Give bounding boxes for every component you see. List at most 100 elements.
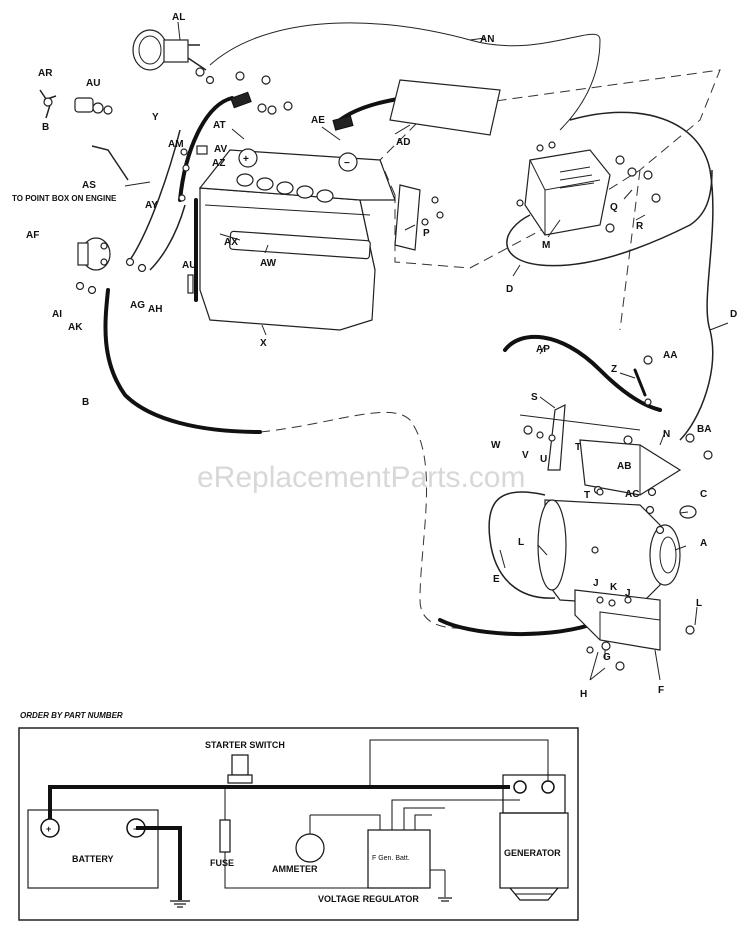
callout-d-left: D (506, 284, 513, 295)
regulator-terminals: F Gen. Batt. (372, 855, 410, 862)
generator-label: GENERATOR (504, 848, 561, 858)
schematic-voltage-regulator: F Gen. Batt. VOLTAGE REGULATOR (318, 829, 452, 904)
ground-symbol-battery (170, 900, 190, 908)
schematic-fuse: FUSE (210, 787, 234, 883)
callout-j-left: J (593, 578, 599, 589)
callout-at: AT (213, 120, 226, 131)
generator-mount-f (574, 589, 695, 671)
schematic-frame (18, 727, 579, 921)
callout-a: A (700, 538, 707, 549)
schematic-main-cable (48, 785, 510, 819)
cable-b (103, 288, 262, 434)
callout-av: AV (214, 144, 227, 155)
battery-label: BATTERY (72, 854, 114, 864)
callout-ae: AE (311, 115, 325, 126)
drive-belt-e (488, 491, 556, 599)
callout-ax: AX (224, 237, 238, 248)
callout-n: N (663, 429, 670, 440)
callout-l-lower: L (696, 598, 702, 609)
callout-q: Q (610, 202, 618, 213)
ammeter-label: AMMETER (272, 864, 318, 874)
callout-ag: AG (130, 300, 145, 311)
svg-text:+: + (243, 154, 249, 165)
schematic-starter-switch: STARTER SWITCH (205, 740, 285, 784)
cable-ap (503, 334, 662, 412)
callout-t-lower: T (584, 490, 590, 501)
callout-k: K (610, 582, 618, 593)
callout-ak: AK (68, 322, 83, 333)
callout-j-right: J (625, 588, 631, 599)
starter-switch-label: STARTER SWITCH (205, 740, 285, 750)
callout-g: G (603, 652, 611, 663)
starter-switch-af (75, 237, 147, 295)
ammeter-gauge-al (132, 29, 271, 85)
callout-h: H (580, 689, 587, 700)
callout-y: Y (152, 112, 159, 123)
callout-al: AL (172, 12, 185, 23)
callout-as: AS (82, 180, 96, 191)
callout-ba: BA (697, 424, 711, 435)
terminal-clamp-at (230, 91, 293, 115)
voltage-regulator-m (516, 141, 661, 236)
callout-af: AF (26, 230, 39, 241)
callout-ar: AR (38, 68, 53, 79)
battery-cell-caps (236, 173, 334, 203)
callout-au-lower: AU (182, 260, 196, 271)
battery-x: + − (198, 148, 396, 331)
ignition-lock-au (74, 97, 113, 115)
callout-c: C (700, 489, 707, 500)
lead-wire-as (91, 145, 151, 187)
watermark: eReplacementParts.com (197, 461, 525, 494)
callout-au-upper: AU (86, 78, 100, 89)
battery-plus: + (46, 824, 51, 834)
callout-u: U (540, 454, 547, 465)
callout-z: Z (611, 364, 617, 375)
schematic-ammeter: AMMETER (272, 815, 325, 874)
ignition-key-ar (39, 89, 57, 119)
fuse-label: FUSE (210, 858, 234, 868)
terminal-clamp-ae (332, 115, 354, 131)
callout-am: AM (168, 139, 184, 150)
tension-arm-s (519, 403, 641, 471)
callout-labels: AL AN AR AU B Y AT AE AD AM AV AZ AS AY … (26, 12, 737, 700)
callout-ab: AB (617, 461, 631, 472)
cable-b-lower (438, 618, 592, 637)
callout-s: S (531, 392, 538, 403)
callout-x: X (260, 338, 267, 349)
battery-bracket-p (394, 184, 444, 251)
callout-m: M (542, 240, 550, 251)
callout-ay: AY (145, 200, 158, 211)
callout-r: R (636, 221, 644, 232)
voltage-regulator-label: VOLTAGE REGULATOR (318, 894, 419, 904)
generator-bracket-ab (579, 433, 713, 497)
callout-ap: AP (536, 344, 550, 355)
phantom-outline-wire-path (259, 411, 471, 629)
note-point-box: TO POINT BOX ON ENGINE (12, 194, 117, 203)
callout-p: P (423, 228, 430, 239)
schematic-battery: + − BATTERY (27, 809, 159, 889)
cover-plate-ad (389, 79, 501, 136)
order-by-note: ORDER BY PART NUMBER (20, 711, 123, 720)
callout-w: W (491, 440, 501, 451)
callout-f: F (658, 685, 664, 696)
callout-v: V (522, 450, 529, 461)
schematic-thin-wires (224, 739, 549, 889)
svg-text:−: − (344, 158, 350, 169)
wire-ag (149, 204, 186, 271)
hardware-am-av-az (178, 145, 208, 294)
callout-ac: AC (625, 489, 639, 500)
harness-d-right (569, 111, 714, 441)
ground-strap-z (633, 355, 653, 406)
callout-ah: AH (148, 304, 162, 315)
callout-b-upper: B (42, 122, 49, 133)
cable-ab-positive (178, 96, 234, 202)
battery-minus: − (133, 824, 138, 834)
callout-t-upper: T (575, 442, 581, 453)
wire-au (129, 129, 181, 261)
schematic-ground-cable (136, 826, 182, 900)
callout-an: AN (480, 34, 494, 45)
callout-d-right: D (730, 309, 737, 320)
callout-az: AZ (212, 158, 225, 169)
leader-lines (177, 21, 729, 681)
